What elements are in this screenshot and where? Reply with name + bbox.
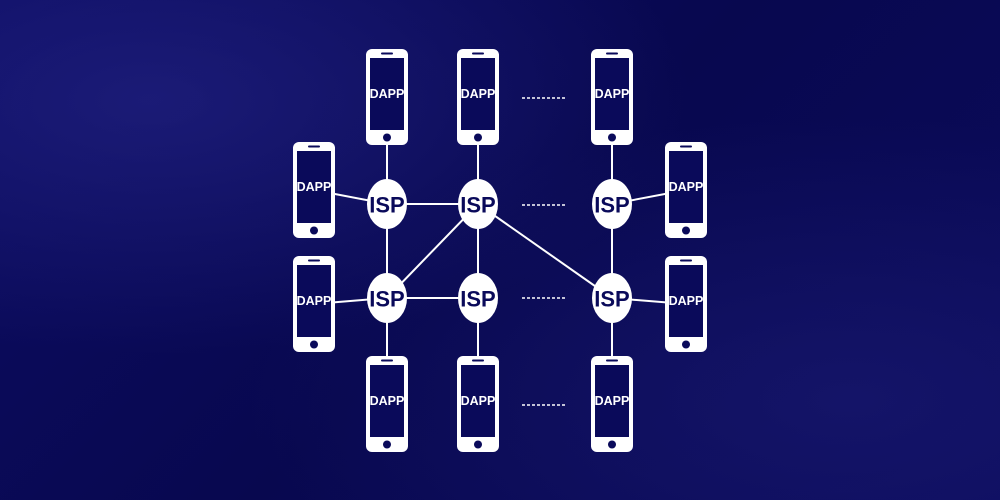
phone-screen xyxy=(595,365,629,437)
phone-speaker xyxy=(308,259,320,262)
dapp-label: DAPP xyxy=(669,294,704,308)
isp-node: ISP xyxy=(367,179,407,229)
phone-speaker xyxy=(606,359,618,362)
dapp-phone-icon: DAPP xyxy=(293,142,335,238)
phone-screen xyxy=(461,365,495,437)
phone-screen xyxy=(297,151,331,223)
dapp-phone-icon: DAPP xyxy=(591,49,633,145)
phone-home-button xyxy=(682,226,690,235)
dapp-label: DAPP xyxy=(669,180,704,194)
dapp-phone-icon: DAPP xyxy=(665,256,707,352)
isp-node-circle xyxy=(367,179,407,229)
isp-node: ISP xyxy=(592,273,632,323)
phone-home-button xyxy=(608,133,616,142)
dashed-continuations xyxy=(522,97,566,406)
isp-label: ISP xyxy=(369,193,404,218)
phone-home-button xyxy=(682,340,690,349)
isp-label: ISP xyxy=(594,193,629,218)
phone-speaker xyxy=(680,145,692,148)
phone-screen xyxy=(595,58,629,130)
dapp-label: DAPP xyxy=(595,394,630,408)
phone-screen xyxy=(669,151,703,223)
phone-screen xyxy=(370,365,404,437)
phone-home-button xyxy=(383,440,391,449)
isp-node: ISP xyxy=(458,179,498,229)
isp-node-circle xyxy=(592,179,632,229)
phone-screen xyxy=(669,265,703,337)
phone-screen xyxy=(461,58,495,130)
phone-home-button xyxy=(310,226,318,235)
isp-node-circle xyxy=(458,273,498,323)
isp-label: ISP xyxy=(594,287,629,312)
phone-speaker xyxy=(381,52,393,55)
dapp-phone-icon: DAPP xyxy=(366,49,408,145)
dapp-phone-icon: DAPP xyxy=(457,49,499,145)
isp-label: ISP xyxy=(460,287,495,312)
isp-nodes: ISP ISP ISP ISP ISP ISP xyxy=(367,179,632,323)
isp-node: ISP xyxy=(458,273,498,323)
isp-label: ISP xyxy=(369,287,404,312)
phone-speaker xyxy=(472,359,484,362)
isp-node-circle xyxy=(458,179,498,229)
dapp-label: DAPP xyxy=(461,394,496,408)
dapp-label: DAPP xyxy=(370,87,405,101)
phone-screen xyxy=(297,265,331,337)
isp-node: ISP xyxy=(367,273,407,323)
phone-home-button xyxy=(608,440,616,449)
dapp-label: DAPP xyxy=(297,180,332,194)
phone-speaker xyxy=(308,145,320,148)
dapp-phone-icon: DAPP xyxy=(457,356,499,452)
phone-home-button xyxy=(310,340,318,349)
dapp-phone-icon: DAPP xyxy=(665,142,707,238)
phone-speaker xyxy=(606,52,618,55)
phone-home-button xyxy=(474,133,482,142)
phone-home-button xyxy=(474,440,482,449)
phone-home-button xyxy=(383,133,391,142)
dapp-phone-icon: DAPP xyxy=(366,356,408,452)
isp-node-circle xyxy=(367,273,407,323)
dapp-label: DAPP xyxy=(297,294,332,308)
dapp-phone-icon: DAPP xyxy=(293,256,335,352)
dapp-label: DAPP xyxy=(461,87,496,101)
phone-screen xyxy=(370,58,404,130)
phone-speaker xyxy=(472,52,484,55)
dapp-label: DAPP xyxy=(595,87,630,101)
connection-isp-r1-c2-isp-r2-c3 xyxy=(477,203,613,299)
dapp-label: DAPP xyxy=(370,394,405,408)
dapp-phone-icon: DAPP xyxy=(591,356,633,452)
isp-label: ISP xyxy=(460,193,495,218)
isp-node-circle xyxy=(592,273,632,323)
phone-speaker xyxy=(680,259,692,262)
dapp-devices: DAPP DAPP DAPP DAPP DAPP DAPP DAPP DAPP DAPP DAPP xyxy=(293,49,707,452)
isp-node: ISP xyxy=(592,179,632,229)
phone-speaker xyxy=(381,359,393,362)
